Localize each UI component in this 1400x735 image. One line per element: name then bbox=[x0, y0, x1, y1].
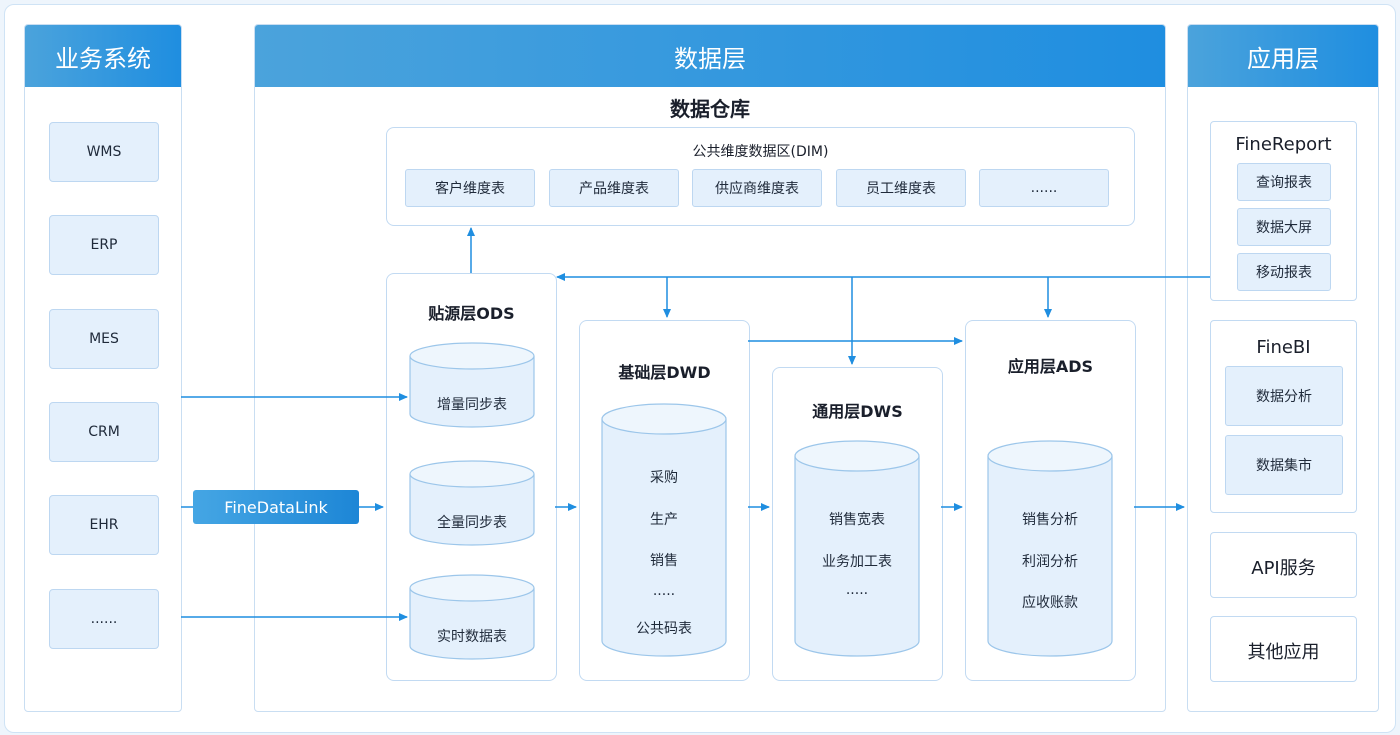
app-layer-header: 应用层 bbox=[1188, 25, 1378, 87]
system-box-wms: WMS bbox=[49, 122, 159, 182]
api-service-box: API服务 bbox=[1210, 532, 1357, 598]
other-apps-label: 其他应用 bbox=[1247, 642, 1320, 663]
ads-item-receivables: 应收账款 bbox=[1022, 595, 1078, 611]
dwd-item-sales: 销售 bbox=[650, 553, 678, 569]
dwd-item-more: ····· bbox=[652, 587, 676, 603]
ods-title: 贴源层ODS bbox=[428, 304, 515, 323]
ods-cylinder-incremental-label: 增量同步表 bbox=[437, 397, 507, 413]
finereport-title: FineReport bbox=[1235, 134, 1332, 155]
dim-item-supplier: 供应商维度表 bbox=[692, 169, 822, 207]
ods-cylinder-realtime-label: 实时数据表 bbox=[437, 629, 507, 645]
finereport-item-mobile: 移动报表 bbox=[1237, 253, 1331, 291]
ads-item-profit-analysis: 利润分析 bbox=[1022, 554, 1078, 570]
finedatalink-badge: FineDataLink bbox=[193, 490, 359, 524]
dwd-title: 基础层DWD bbox=[618, 363, 711, 382]
finereport-item-query: 查询报表 bbox=[1237, 163, 1331, 201]
ads-title: 应用层ADS bbox=[1007, 357, 1094, 376]
dwd-item-purchase: 采购 bbox=[650, 470, 678, 486]
ods-cylinder-full-label: 全量同步表 bbox=[437, 515, 507, 531]
dws-cylinder: 销售宽表 业务加工表 ····· bbox=[794, 440, 920, 658]
dws-title: 通用层DWS bbox=[812, 402, 903, 421]
ods-cylinder-full: 全量同步表 bbox=[409, 460, 535, 546]
finebi-title: FineBI bbox=[1256, 337, 1311, 358]
dim-item-customer: 客户维度表 bbox=[405, 169, 535, 207]
finebi-panel: FineBI 数据分析 数据集市 bbox=[1210, 320, 1357, 513]
system-box-crm: CRM bbox=[49, 402, 159, 462]
warehouse-title: 数据仓库 bbox=[670, 97, 750, 121]
finereport-item-bigscreen: 数据大屏 bbox=[1237, 208, 1331, 246]
dwd-item-code-table: 公共码表 bbox=[636, 621, 692, 637]
business-systems-column: 业务系统 WMS ERP MES CRM EHR ...... bbox=[24, 24, 182, 712]
ods-cylinder-incremental: 增量同步表 bbox=[409, 342, 535, 428]
dws-item-sales-wide: 销售宽表 bbox=[829, 512, 885, 528]
system-box-more: ...... bbox=[49, 589, 159, 649]
api-service-label: API服务 bbox=[1251, 558, 1316, 579]
dim-item-product: 产品维度表 bbox=[549, 169, 679, 207]
ads-cylinder: 销售分析 利润分析 应收账款 bbox=[987, 440, 1113, 658]
business-systems-header: 业务系统 bbox=[25, 25, 181, 87]
ods-cylinder-realtime: 实时数据表 bbox=[409, 574, 535, 660]
dim-item-employee: 员工维度表 bbox=[836, 169, 966, 207]
finereport-panel: FineReport 查询报表 数据大屏 移动报表 bbox=[1210, 121, 1357, 301]
finebi-item-analysis: 数据分析 bbox=[1225, 366, 1343, 426]
data-layer-header: 数据层 bbox=[255, 25, 1165, 87]
dim-item-more: ...... bbox=[979, 169, 1109, 207]
dwd-item-production: 生产 bbox=[650, 512, 678, 528]
other-apps-box: 其他应用 bbox=[1210, 616, 1357, 682]
dim-panel: 公共维度数据区(DIM) 客户维度表 产品维度表 供应商维度表 员工维度表 ..… bbox=[386, 127, 1135, 226]
ads-item-sales-analysis: 销售分析 bbox=[1022, 512, 1078, 528]
finebi-item-datamart: 数据集市 bbox=[1225, 435, 1343, 495]
system-box-erp: ERP bbox=[49, 215, 159, 275]
dws-item-more: ····· bbox=[845, 586, 869, 602]
dim-title: 公共维度数据区(DIM) bbox=[692, 144, 829, 160]
system-box-mes: MES bbox=[49, 309, 159, 369]
dwd-cylinder: 采购 生产 销售 ····· 公共码表 bbox=[601, 403, 727, 658]
dws-item-processing: 业务加工表 bbox=[822, 554, 892, 570]
system-box-ehr: EHR bbox=[49, 495, 159, 555]
